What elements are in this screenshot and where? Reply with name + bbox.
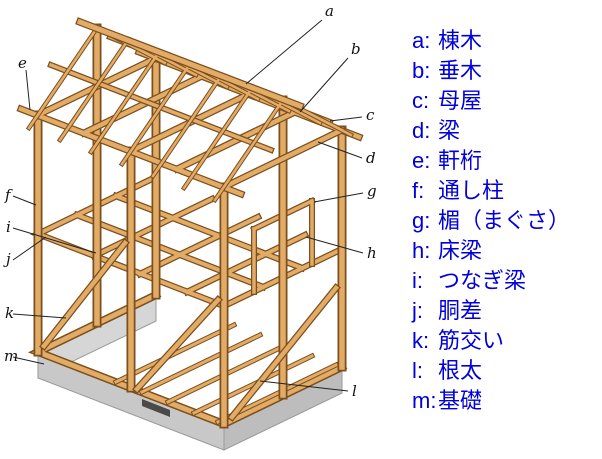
legend-key-m: m: bbox=[412, 388, 437, 413]
mark-d: d bbox=[366, 149, 376, 167]
legend-key-a: a: bbox=[412, 28, 431, 53]
legend: a: 棟木 b: 垂木 c: 母屋 d: 梁 e: 軒桁 f: 通し柱 g: 楣（まぐさ） h… bbox=[412, 26, 600, 416]
legend-item-c: c: 母屋 bbox=[412, 86, 600, 116]
mark-c: c bbox=[366, 106, 375, 124]
legend-label-a: 棟木 bbox=[438, 28, 483, 53]
legend-key-g: g: bbox=[412, 208, 431, 233]
legend-item-b: b: 垂木 bbox=[412, 56, 600, 86]
leader-lines bbox=[12, 19, 364, 392]
legend-label-h: 床梁 bbox=[438, 238, 483, 263]
legend-label-f: 通し柱 bbox=[438, 178, 505, 203]
mark-a: a bbox=[325, 2, 334, 20]
legend-key-b: b: bbox=[412, 58, 431, 83]
timber-frame-diagram: a b c d e f g h i j k l m bbox=[3, 2, 377, 451]
legend-key-d: d: bbox=[412, 118, 431, 143]
legend-key-f: f: bbox=[412, 178, 425, 203]
legend-key-l: l: bbox=[412, 358, 423, 383]
legend-key-h: h: bbox=[412, 238, 431, 263]
legend-item-h: h: 床梁 bbox=[412, 236, 600, 266]
ridge-beam bbox=[75, 17, 305, 111]
mark-h: h bbox=[367, 244, 377, 262]
mark-f: f bbox=[4, 186, 13, 204]
legend-key-c: c: bbox=[412, 88, 430, 113]
legend-label-l: 根太 bbox=[438, 358, 483, 383]
legend-key-k: k: bbox=[412, 328, 430, 353]
legend-item-g: g: 楣（まぐさ） bbox=[412, 206, 600, 236]
mark-l: l bbox=[352, 382, 357, 400]
mark-k: k bbox=[5, 304, 14, 322]
legend-key-i: i: bbox=[412, 268, 423, 293]
legend-item-d: d: 梁 bbox=[412, 116, 600, 146]
legend-item-k: k: 筋交い bbox=[412, 326, 600, 356]
legend-item-j: j: 胴差 bbox=[412, 296, 600, 326]
legend-label-b: 垂木 bbox=[438, 58, 483, 83]
legend-item-e: e: 軒桁 bbox=[412, 146, 600, 176]
mark-j: j bbox=[3, 250, 11, 268]
mid-level-beams bbox=[29, 172, 347, 310]
legend-key-e: e: bbox=[412, 148, 431, 173]
mark-b: b bbox=[351, 40, 361, 58]
legend-label-m: 基礎 bbox=[438, 388, 483, 413]
legend-item-l: l: 根太 bbox=[412, 356, 600, 386]
legend-label-i: つなぎ梁 bbox=[438, 268, 527, 293]
legend-label-e: 軒桁 bbox=[438, 148, 483, 173]
legend-label-k: 筋交い bbox=[438, 328, 505, 353]
legend-label-g: 楣（まぐさ） bbox=[438, 208, 571, 233]
mark-g: g bbox=[367, 182, 377, 200]
braces bbox=[39, 238, 341, 422]
foundation-vent bbox=[142, 399, 170, 417]
mark-i: i bbox=[6, 218, 11, 236]
legend-label-c: 母屋 bbox=[438, 88, 483, 113]
legend-item-m: m:基礎 bbox=[412, 386, 600, 416]
legend-label-j: 胴差 bbox=[438, 298, 483, 323]
legend-item-i: i: つなぎ梁 bbox=[412, 266, 600, 296]
legend-item-a: a: 棟木 bbox=[412, 26, 600, 56]
diagram-marks: a b c d e f g h i j k l m bbox=[3, 2, 377, 400]
posts bbox=[33, 23, 347, 429]
legend-item-f: f: 通し柱 bbox=[412, 176, 600, 206]
mark-m: m bbox=[4, 347, 18, 365]
rafters bbox=[25, 24, 355, 204]
legend-label-d: 梁 bbox=[438, 118, 461, 143]
mark-e: e bbox=[18, 54, 27, 72]
legend-key-j: j: bbox=[412, 298, 423, 323]
